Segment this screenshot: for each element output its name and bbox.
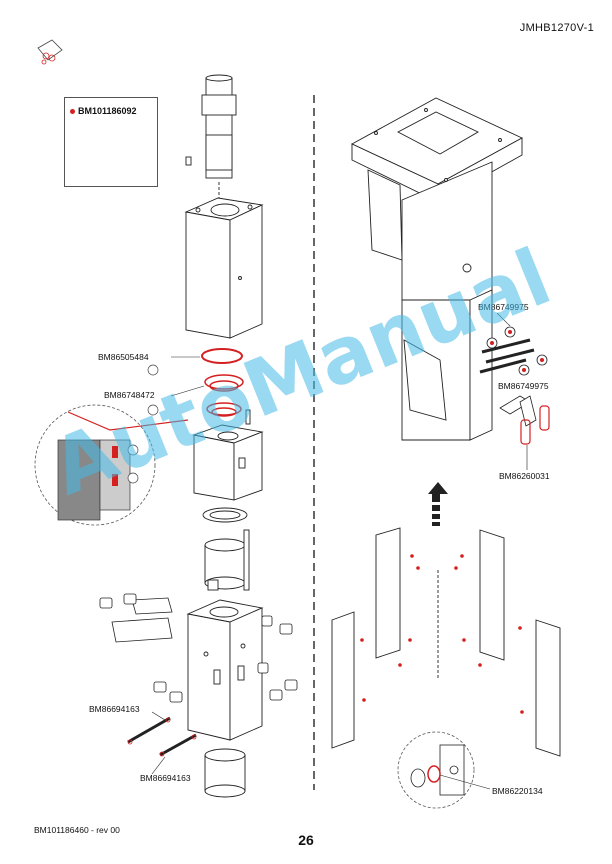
document-code: JMHB1270V-1 (519, 22, 594, 34)
kit-icon (37, 39, 63, 65)
frame-bolts (479, 326, 548, 427)
kit-part-number: BM101186092 (70, 106, 137, 116)
seal-set (204, 374, 244, 417)
bottom-bushing (204, 748, 246, 798)
frame-seals (520, 405, 550, 445)
red-dot-icon (70, 109, 75, 115)
footer-reference: BM101186460 - rev 00 (34, 825, 120, 835)
up-arrow-icon (428, 482, 448, 526)
front-head-block (184, 197, 264, 339)
callout-seal-set: BM86748472 (104, 390, 155, 400)
callout-seal-ring: BM86505484 (98, 352, 149, 362)
callout-bolt-bottom: BM86694163 (140, 773, 191, 783)
callout-frame-seal: BM86260031 (499, 471, 550, 481)
side-plates (331, 527, 561, 757)
plug-detail (397, 731, 475, 809)
plate-bolts (360, 554, 524, 714)
cylinder-body (186, 599, 264, 741)
seal-ring (201, 348, 243, 364)
callout-bolt-top: BM86694163 (89, 704, 140, 714)
sleeve-parts (202, 507, 250, 591)
page-number: 26 (298, 832, 314, 848)
side-blocks (99, 593, 298, 703)
callout-frame-bolt-bottom: BM86749975 (498, 381, 549, 391)
housing-frame (351, 97, 523, 441)
ref-circle-h (147, 364, 159, 376)
piston (185, 74, 237, 198)
tie-bolts (127, 716, 197, 757)
valve-block (192, 409, 264, 501)
callout-frame-bolt-top: BM86749975 (478, 302, 529, 312)
seal-detail-zoom (34, 404, 189, 526)
callout-plate-plug: BM86220134 (492, 786, 543, 796)
ref-circle-g (147, 404, 159, 416)
kit-box (64, 97, 158, 187)
